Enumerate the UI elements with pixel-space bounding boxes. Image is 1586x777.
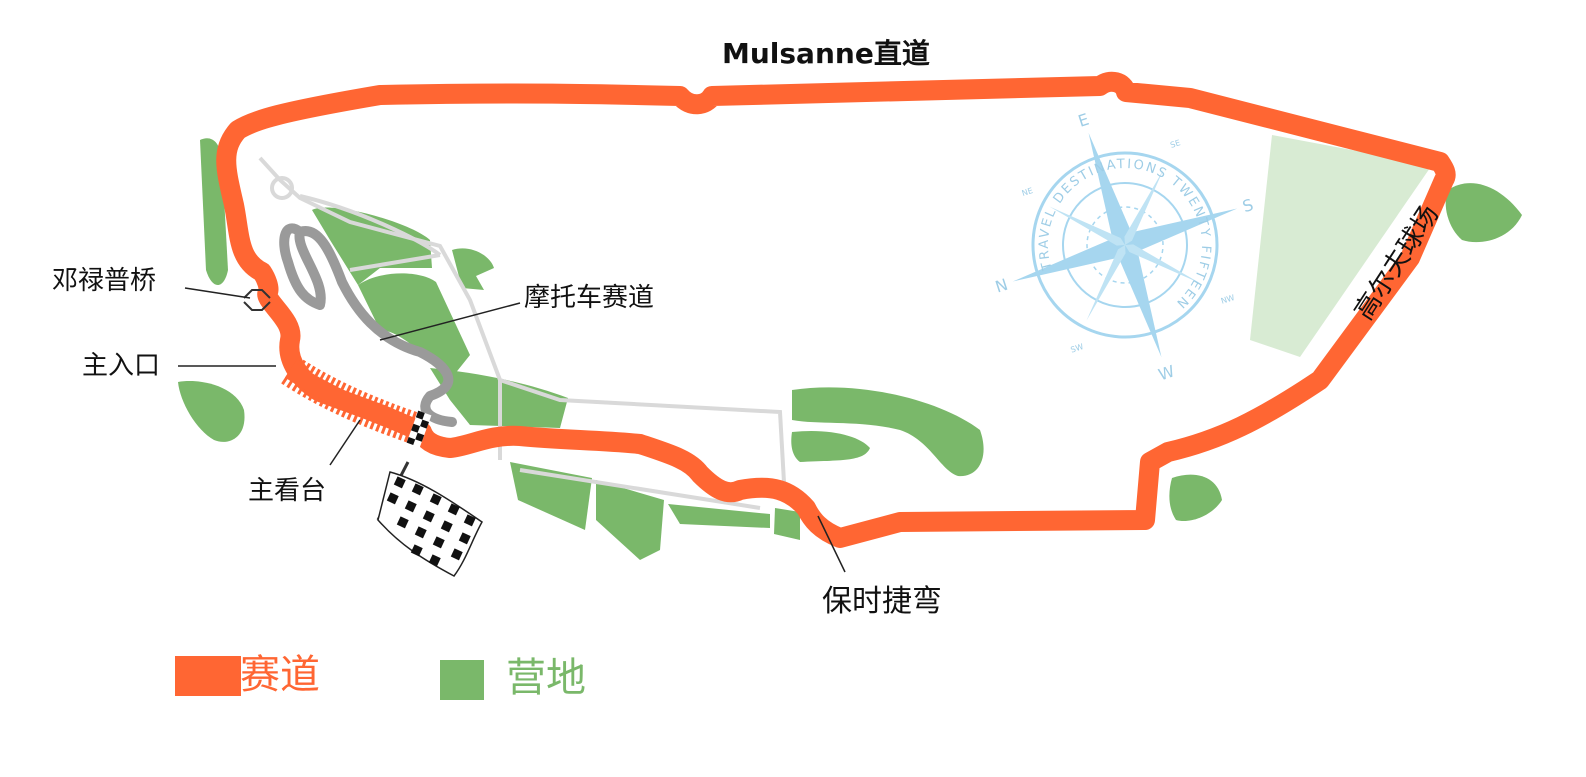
- compass-sw: SW: [1070, 342, 1085, 355]
- legend-swatch-camp: [440, 660, 484, 700]
- moto-track-label: 摩托车赛道: [524, 283, 655, 313]
- main-entrance-label: 主入口: [82, 351, 161, 381]
- compass-se: SE: [1169, 138, 1181, 150]
- golf-course-area: [1250, 135, 1432, 357]
- compass-south: S: [1240, 195, 1256, 216]
- legend-swatch-track: [175, 656, 241, 696]
- camp-area: [178, 381, 245, 442]
- camp-area: [791, 430, 870, 462]
- mulsanne-straight-label: Mulsanne直道: [722, 37, 930, 70]
- camp-area: [1169, 474, 1222, 522]
- race-track: [216, 71, 1456, 548]
- camp-area: [1445, 183, 1522, 243]
- leader-lines: [178, 287, 846, 573]
- porsche-curve-label: 保时捷弯: [822, 584, 942, 619]
- checkered-flag-icon: [376, 461, 483, 577]
- compass-east: E: [1076, 110, 1091, 131]
- camp-area: [358, 273, 470, 380]
- compass-ne: NE: [1021, 186, 1034, 198]
- compass-nw: NW: [1220, 293, 1236, 306]
- legend-label-track: 赛道: [240, 652, 320, 698]
- moto-track: [279, 223, 457, 427]
- finish-line: [406, 410, 432, 448]
- service-roads: [258, 156, 787, 510]
- camp-area: [312, 207, 432, 285]
- flag-checkers: [386, 476, 476, 567]
- grandstand-core: [285, 362, 423, 439]
- legend-label-camp: 营地: [506, 655, 586, 701]
- camp-area: [452, 248, 494, 290]
- camp-areas: [178, 138, 1522, 560]
- camp-area: [792, 387, 984, 477]
- camp-area: [596, 480, 664, 560]
- bridge-icon: [243, 289, 271, 311]
- camp-area: [774, 508, 800, 540]
- camp-area: [668, 504, 770, 528]
- compass-north: N: [993, 275, 1010, 297]
- compass-west: W: [1156, 361, 1177, 384]
- dunlop-bridge-label: 邓禄普桥: [52, 266, 157, 296]
- grandstand-label: 主看台: [248, 476, 327, 506]
- compass-rose-icon: E W N S NE SE SW NW TRAVEL DESTINATIONS …: [993, 110, 1256, 385]
